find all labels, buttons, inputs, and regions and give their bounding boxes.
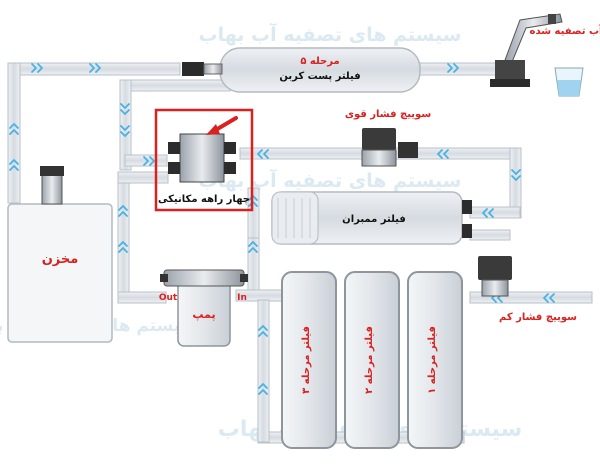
high-pressure-switch-label: سوییچ فشار قوی (345, 109, 431, 120)
low-pressure-switch: سوییچ فشار کم (478, 256, 577, 323)
tank-label: مخزن (42, 252, 79, 267)
tank-valve-icon (41, 173, 63, 205)
stage2-filter: فیلتر مرحله ۲ (344, 271, 400, 449)
watermark-text: سیستم های تصفیه آب بهاب (199, 168, 462, 192)
highlight-box (154, 108, 254, 212)
pump-in-label: In (237, 293, 247, 303)
pump: پمپ Out In (159, 269, 248, 347)
stage1-filter: فیلتر مرحله ۱ (407, 271, 463, 449)
pump-label: پمپ (192, 308, 215, 321)
faucet-icon (490, 13, 563, 87)
stage3-filter: فیلتر مرحله ۳ (281, 271, 337, 449)
stage3-label: فیلتر مرحله ۳ (301, 326, 312, 394)
stage1-label: فیلتر مرحله ۱ (427, 326, 438, 394)
pump-out-label: Out (159, 293, 178, 303)
stage2-label: فیلتر مرحله ۲ (364, 326, 375, 394)
stage5-title: مرحله ۵ (300, 56, 339, 67)
stage5-filter: مرحله ۵ فیلتر پست کربن (182, 47, 421, 93)
stage5-name: فیلتر پست کربن (279, 71, 360, 82)
membrane-filter: فیلتر ممبران (271, 191, 472, 245)
four-way-valve-label: چهار راهه مکانیکی (158, 194, 250, 205)
low-pressure-switch-label: سوییچ فشار کم (499, 312, 577, 323)
high-pressure-switch: سوییچ فشار قوی (345, 109, 431, 167)
watermark-text: سیستم های تصفیه آب بهاب (199, 22, 462, 46)
storage-tank: مخزن (7, 166, 113, 343)
membrane-filter-label: فیلتر ممبران (342, 214, 406, 225)
purified-water-label: آب تصفیه شده (530, 24, 600, 37)
four-way-valve: چهار راهه مکانیکی (154, 108, 254, 212)
water-glass-icon (554, 67, 584, 97)
